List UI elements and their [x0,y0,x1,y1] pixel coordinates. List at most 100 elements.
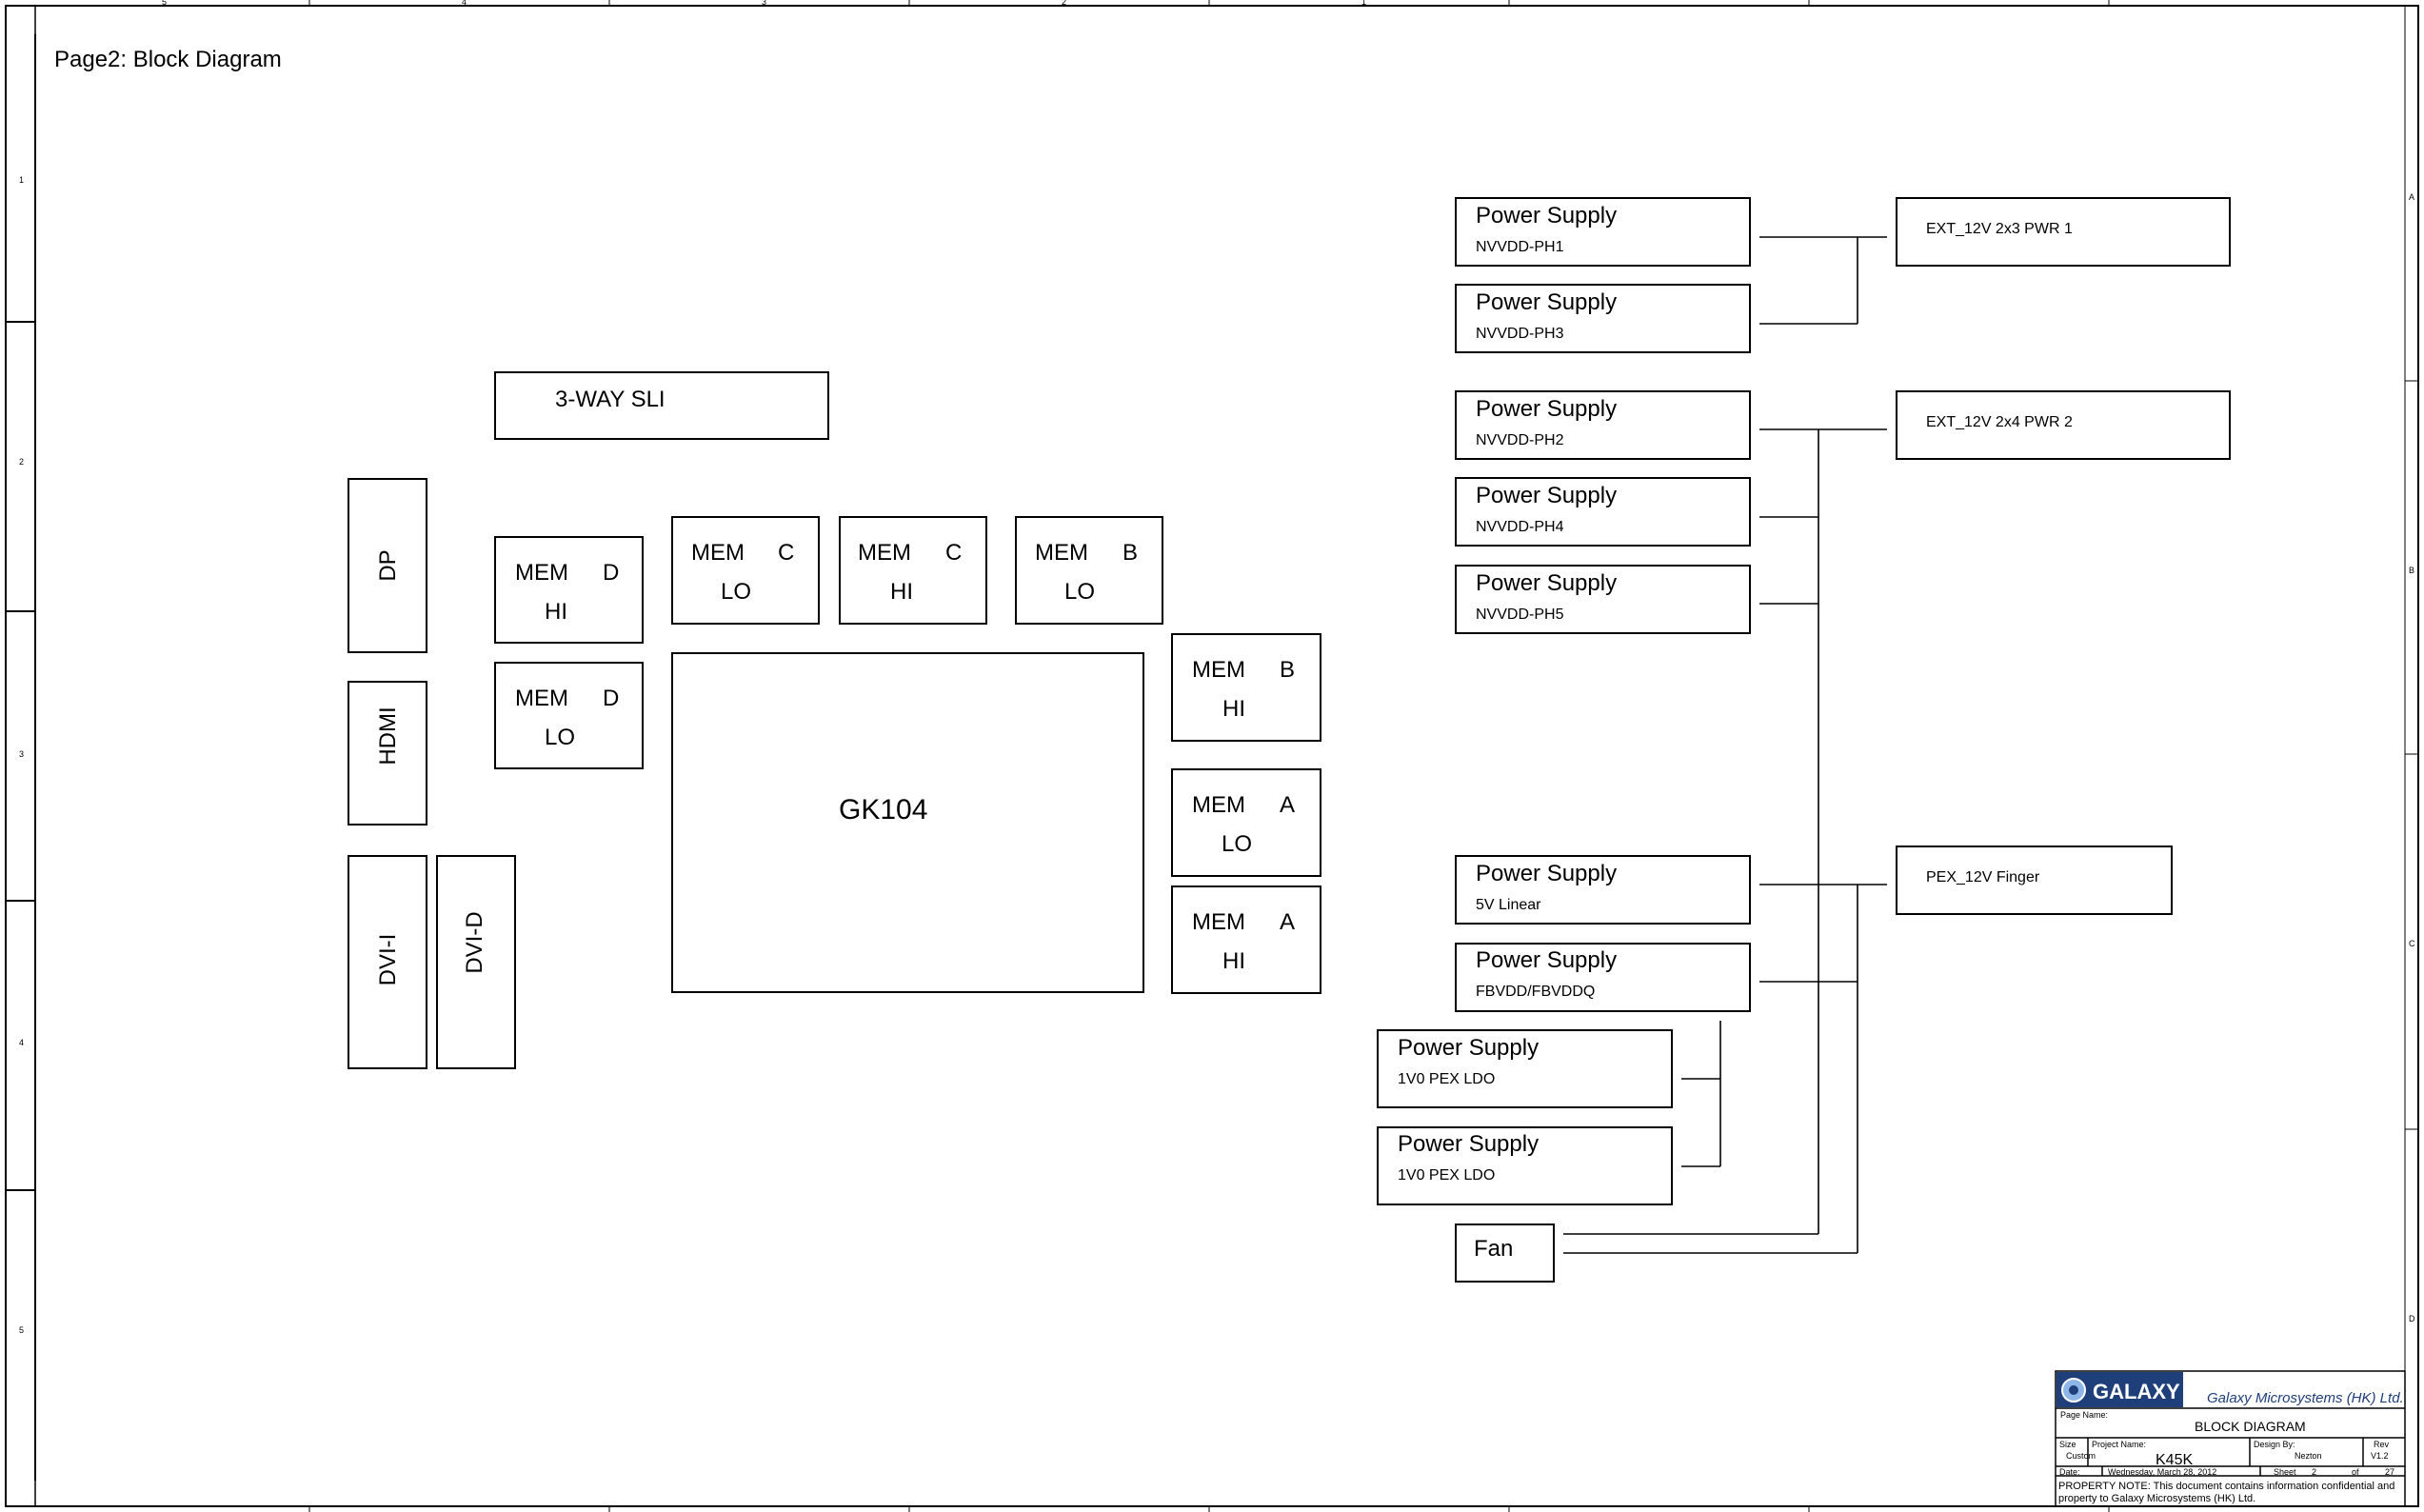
hdmi-label: HDMI [375,706,401,765]
sheet-label: Sheet [2274,1467,2296,1477]
mem-d-hi-labels: MEM D HI [515,560,619,625]
property-note-2: property to Galaxy Microsystems (HK) Ltd… [2058,1493,2255,1504]
ps-nvvdd-ph5-block [1455,565,1751,634]
ps-nvvdd-ph3-labels: Power Supply NVVDD-PH3 [1476,289,1617,342]
ps-rail: 1V0 PEX LDO [1398,1167,1495,1184]
col-mark: 2 [1062,0,1066,7]
dvi-d-label: DVI-D [462,911,487,973]
mem-half-label: LO [545,725,575,750]
total-sheets-value: 27 [2385,1467,2394,1477]
col-mark: 4 [462,0,467,7]
mem-channel-label: D [603,686,619,711]
date-value: Wednesday, March 28, 2012 [2108,1467,2216,1477]
ps-rail: 1V0 PEX LDO [1398,1071,1495,1087]
mem-half-label: HI [1222,696,1245,722]
ext-12v-2x3-label: EXT_12V 2x3 PWR 1 [1926,221,2073,237]
mem-label: MEM [1192,657,1245,683]
fan-label: Fan [1474,1236,1513,1262]
mem-channel-label: A [1280,909,1295,935]
ps-fbvdd-block [1455,943,1751,1012]
page-title: Page2: Block Diagram [54,47,282,72]
sli-block [494,371,829,440]
mem-c-hi-block [839,516,987,625]
side-mark: D [2409,1314,2415,1323]
ps-title: Power Supply [1476,483,1617,508]
title-block: GALAXY Galaxy Microsystems (HK) Ltd. Pag… [2055,1370,2406,1507]
ps-rail: 5V Linear [1476,897,1541,913]
ps-rail: FBVDD/FBVDDQ [1476,984,1595,1000]
ps-nvvdd-ph5-labels: Power Supply NVVDD-PH5 [1476,570,1617,623]
ps-rail: NVVDD-PH4 [1476,519,1564,535]
ps-5v-linear-block [1455,855,1751,925]
size-value: Custom [2066,1451,2096,1461]
gpu-label: GK104 [839,794,927,826]
mem-half-label: HI [545,599,567,625]
mem-channel-label: A [1280,792,1295,818]
mem-d-hi-block [494,536,644,644]
mem-b-lo-labels: MEM B LO [1035,540,1138,605]
mem-channel-label: B [1280,657,1295,683]
ps-nvvdd-ph3-block [1455,284,1751,353]
row-mark: 3 [19,749,24,759]
mem-c-hi-labels: MEM C HI [858,540,962,605]
mem-label: MEM [1192,909,1245,935]
col-mark: 1 [1361,0,1366,7]
row-mark: 4 [19,1038,24,1047]
designer-value: Nezton [2295,1451,2322,1461]
mem-a-hi-block [1171,885,1321,994]
mem-channel-label: B [1123,540,1138,566]
mem-a-hi-labels: MEM A HI [1192,909,1295,974]
ps-1v0-pex-ldo-b-block [1377,1126,1673,1205]
dp-label: DP [375,549,401,581]
ps-rail: NVVDD-PH3 [1476,326,1564,342]
date-label: Date: [2059,1467,2080,1477]
col-mark: 3 [762,0,766,7]
row-mark: 1 [19,175,24,185]
design-label: Design By: [2254,1440,2295,1449]
ps-nvvdd-ph4-labels: Power Supply NVVDD-PH4 [1476,483,1617,535]
galaxy-logo-text: GALAXY [2093,1380,2180,1403]
ps-1v0-pex-ldo-a-block [1377,1029,1673,1108]
mem-a-lo-labels: MEM A LO [1192,792,1295,857]
mem-half-label: LO [1064,579,1095,605]
project-label: Project Name: [2092,1440,2146,1449]
pex-12v-finger-label: PEX_12V Finger [1926,869,2040,885]
ps-title: Power Supply [1398,1035,1539,1061]
mem-a-lo-block [1171,768,1321,877]
mem-c-lo-labels: MEM C LO [691,540,794,605]
ps-rail: NVVDD-PH5 [1476,607,1564,623]
property-note: PROPERTY NOTE: This document contains in… [2058,1481,2394,1492]
hdmi-connector-block [348,681,427,826]
gpu-block [671,652,1144,993]
side-mark: A [2409,192,2414,202]
ps-title: Power Supply [1476,861,1617,886]
ps-nvvdd-ph1-labels: Power Supply NVVDD-PH1 [1476,203,1617,255]
ps-title: Power Supply [1476,396,1617,422]
ps-title: Power Supply [1476,570,1617,596]
fan-block [1455,1224,1555,1283]
dvi-i-label: DVI-I [375,934,401,986]
mem-half-label: HI [1222,948,1245,974]
mem-label: MEM [1192,792,1245,818]
row-mark: 5 [19,1325,24,1335]
mem-half-label: LO [721,579,751,605]
ps-rail: NVVDD-PH1 [1476,239,1564,255]
pex-12v-finger-block [1896,846,2173,915]
mem-b-lo-block [1015,516,1163,625]
mem-label: MEM [515,686,568,711]
ext-12v-2x4-label: EXT_12V 2x4 PWR 2 [1926,414,2073,430]
mem-half-label: LO [1222,831,1252,857]
side-mark: B [2409,566,2414,575]
frame-zone-marks: 5 4 3 2 1 1 2 3 4 5 A B C D [19,0,2415,1335]
mem-b-hi-labels: MEM B HI [1192,657,1295,722]
size-label: Size [2059,1440,2076,1449]
drawing-frame [5,0,2419,1512]
galaxy-logo-icon-core [2069,1385,2078,1395]
ps-rail: NVVDD-PH2 [1476,432,1564,448]
rev-label: Rev [2374,1440,2390,1449]
ps-nvvdd-ph2-labels: Power Supply NVVDD-PH2 [1476,396,1617,448]
dvi-i-connector-block [348,855,427,1069]
mem-label: MEM [858,540,911,566]
sheet-value: 2 [2312,1467,2316,1477]
ext-12v-2x4-block [1896,390,2231,460]
